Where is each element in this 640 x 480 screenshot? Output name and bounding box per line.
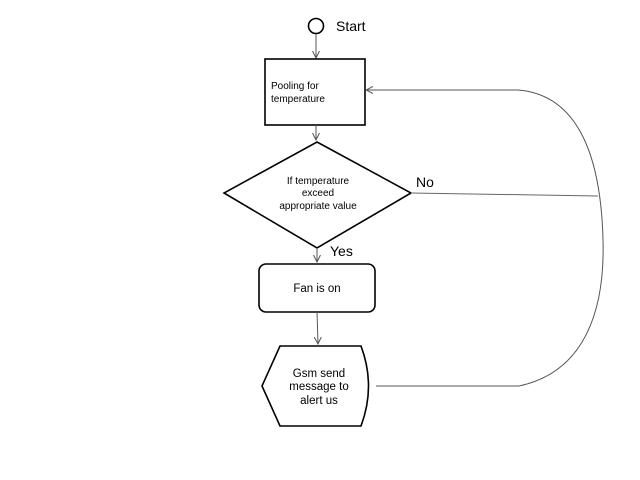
no-branch-line [410,192,599,197]
arrow-fan-to-gsm [317,311,318,344]
polling-box-line2: temperature [271,94,325,105]
start-label: Start [336,18,366,34]
fan-box-label: Fan is on [293,283,340,295]
yes-label: Yes [330,243,353,259]
decision-line3: appropriate value [279,201,357,212]
loop-back-connector [366,90,604,387]
start-node [307,17,325,35]
gsm-line2: message to [289,381,348,393]
no-label: No [416,174,434,190]
decision-line1: If temperature [287,176,350,187]
polling-box [264,58,366,126]
decision-line2: exceed [302,188,334,199]
polling-box-line1: Pooling for [271,81,319,92]
gsm-line3: alert us [300,395,338,407]
gsm-line1: Gsm send [293,368,345,380]
gsm-display-shape [261,345,370,427]
